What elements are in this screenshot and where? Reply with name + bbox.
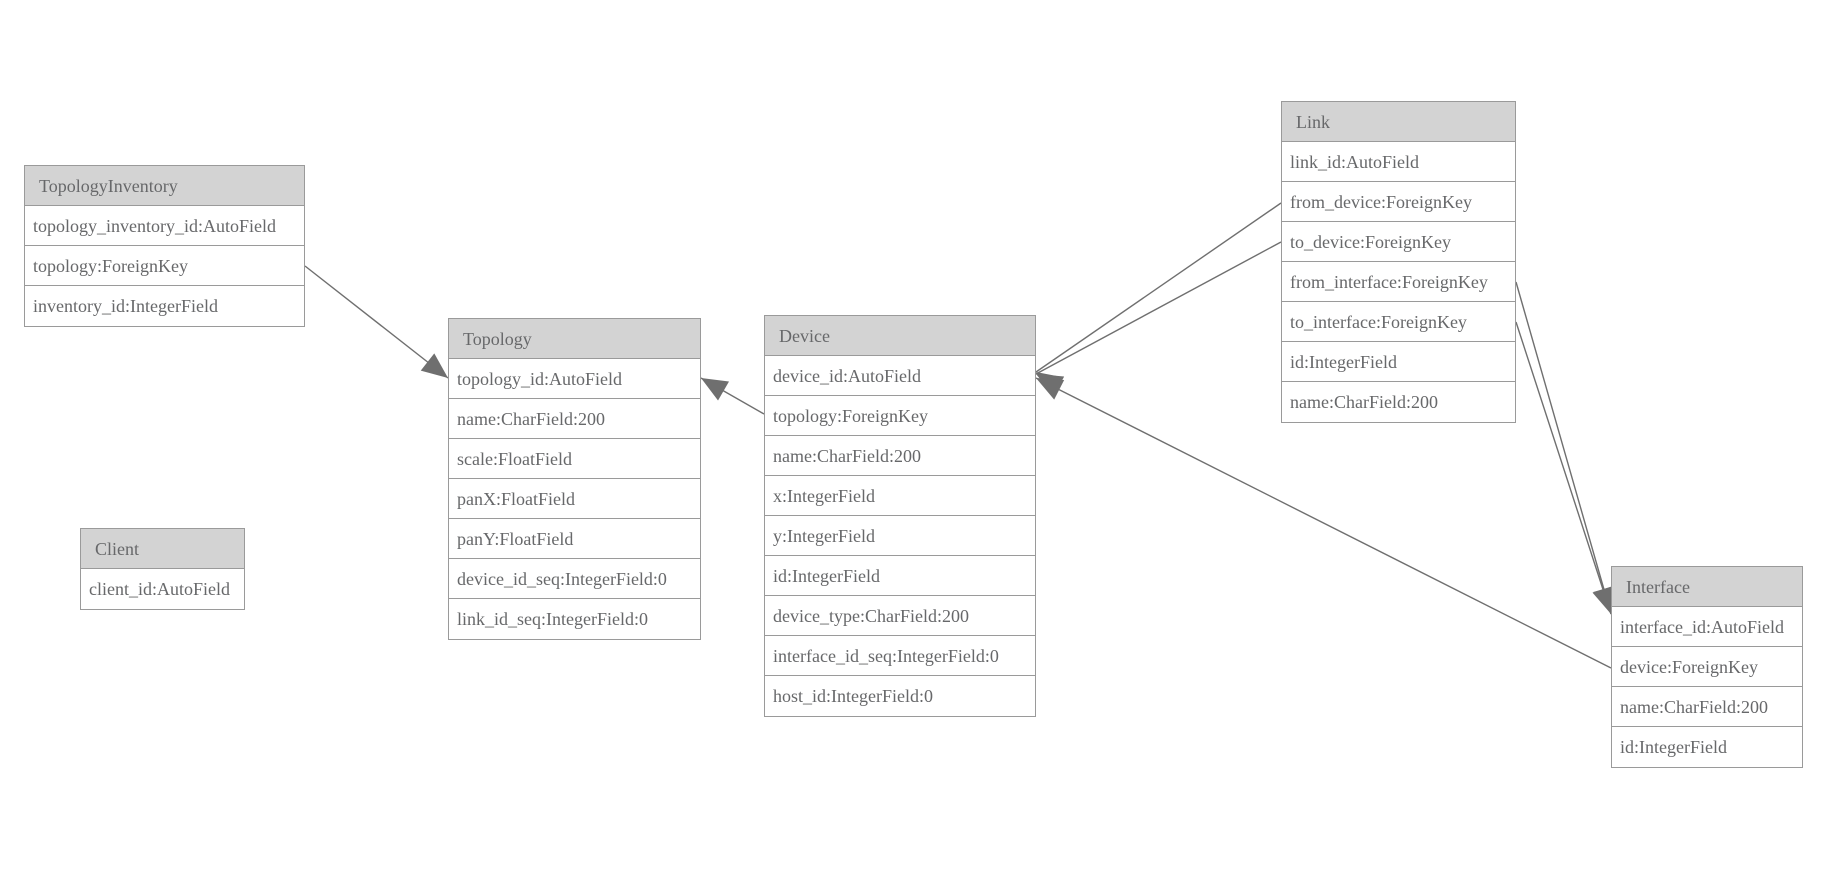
entity-title-device: Device: [765, 316, 1035, 356]
entity-title-topology: Topology: [449, 319, 700, 359]
entity-field-row: device:ForeignKey: [1612, 647, 1802, 687]
entity-field-row: inventory_id:IntegerField: [33, 296, 218, 316]
entity-field-row: topology_inventory_id:AutoField: [25, 206, 304, 246]
relation-rel-link-from-interface: [1515, 281, 1615, 615]
relation-rel-link-from-device: [1035, 202, 1282, 396]
entity-field-row: from_interface:ForeignKey: [1282, 262, 1515, 302]
entity-field-row: client_id:AutoField: [89, 579, 230, 599]
entity-field-row: topology_id:AutoField: [449, 359, 700, 399]
entity-field-row: name:CharField:200: [765, 436, 1035, 476]
entity-field-row: id:IntegerField: [765, 556, 1035, 596]
entity-field-row: name:CharField:200: [1290, 392, 1438, 412]
entity-field-row: topology:ForeignKey: [25, 246, 304, 286]
entity-title-link: Link: [1282, 102, 1515, 142]
entity-field-row: device_id:AutoField: [765, 356, 1035, 396]
entity-field-row: link_id_seq:IntegerField:0: [457, 609, 648, 629]
entity-title-interface: Interface: [1612, 567, 1802, 607]
entity-field-row: to_device:ForeignKey: [1282, 222, 1515, 262]
entity-field-row: interface_id_seq:IntegerField:0: [765, 636, 1035, 676]
entity-field-row: host_id:IntegerField:0: [773, 686, 933, 706]
entity-field-row: to_interface:ForeignKey: [1282, 302, 1515, 342]
entity-field-row: id:IntegerField: [1620, 737, 1727, 757]
relation-line: [1515, 281, 1612, 615]
entity-field-row: panX:FloatField: [449, 479, 700, 519]
entity-field-row: device_type:CharField:200: [765, 596, 1035, 636]
relation-rel-link-to-device: [1035, 241, 1282, 396]
relation-rel-topologyinventory-topology: [304, 265, 449, 379]
entity-field-row: link_id:AutoField: [1282, 142, 1515, 182]
entity-field-row: y:IntegerField: [765, 516, 1035, 556]
entity-field-row: device_id_seq:IntegerField:0: [449, 559, 700, 599]
entity-field-row: scale:FloatField: [449, 439, 700, 479]
entity-field-row: name:CharField:200: [449, 399, 700, 439]
relation-line: [304, 265, 449, 379]
entity-field-row: id:IntegerField: [1282, 342, 1515, 382]
entity-title-topology_inventory: TopologyInventory: [25, 166, 304, 206]
entity-box-client[interactable]: Client client_id:AutoField: [80, 528, 245, 610]
relation-line: [700, 377, 765, 415]
relation-rel-link-to-interface: [1515, 321, 1614, 615]
relation-line: [1035, 241, 1282, 375]
entity-field-row: topology:ForeignKey: [765, 396, 1035, 436]
entity-field-row: x:IntegerField: [765, 476, 1035, 516]
entity-title-client: Client: [81, 529, 244, 569]
entity-field-row: from_device:ForeignKey: [1282, 182, 1515, 222]
entity-field-row: name:CharField:200: [1612, 687, 1802, 727]
relation-line: [1515, 321, 1612, 615]
entity-field-row: panY:FloatField: [449, 519, 700, 559]
relation-line: [1035, 202, 1282, 373]
relation-rel-device-topology: [700, 377, 765, 415]
entity-field-row: interface_id:AutoField: [1612, 607, 1802, 647]
